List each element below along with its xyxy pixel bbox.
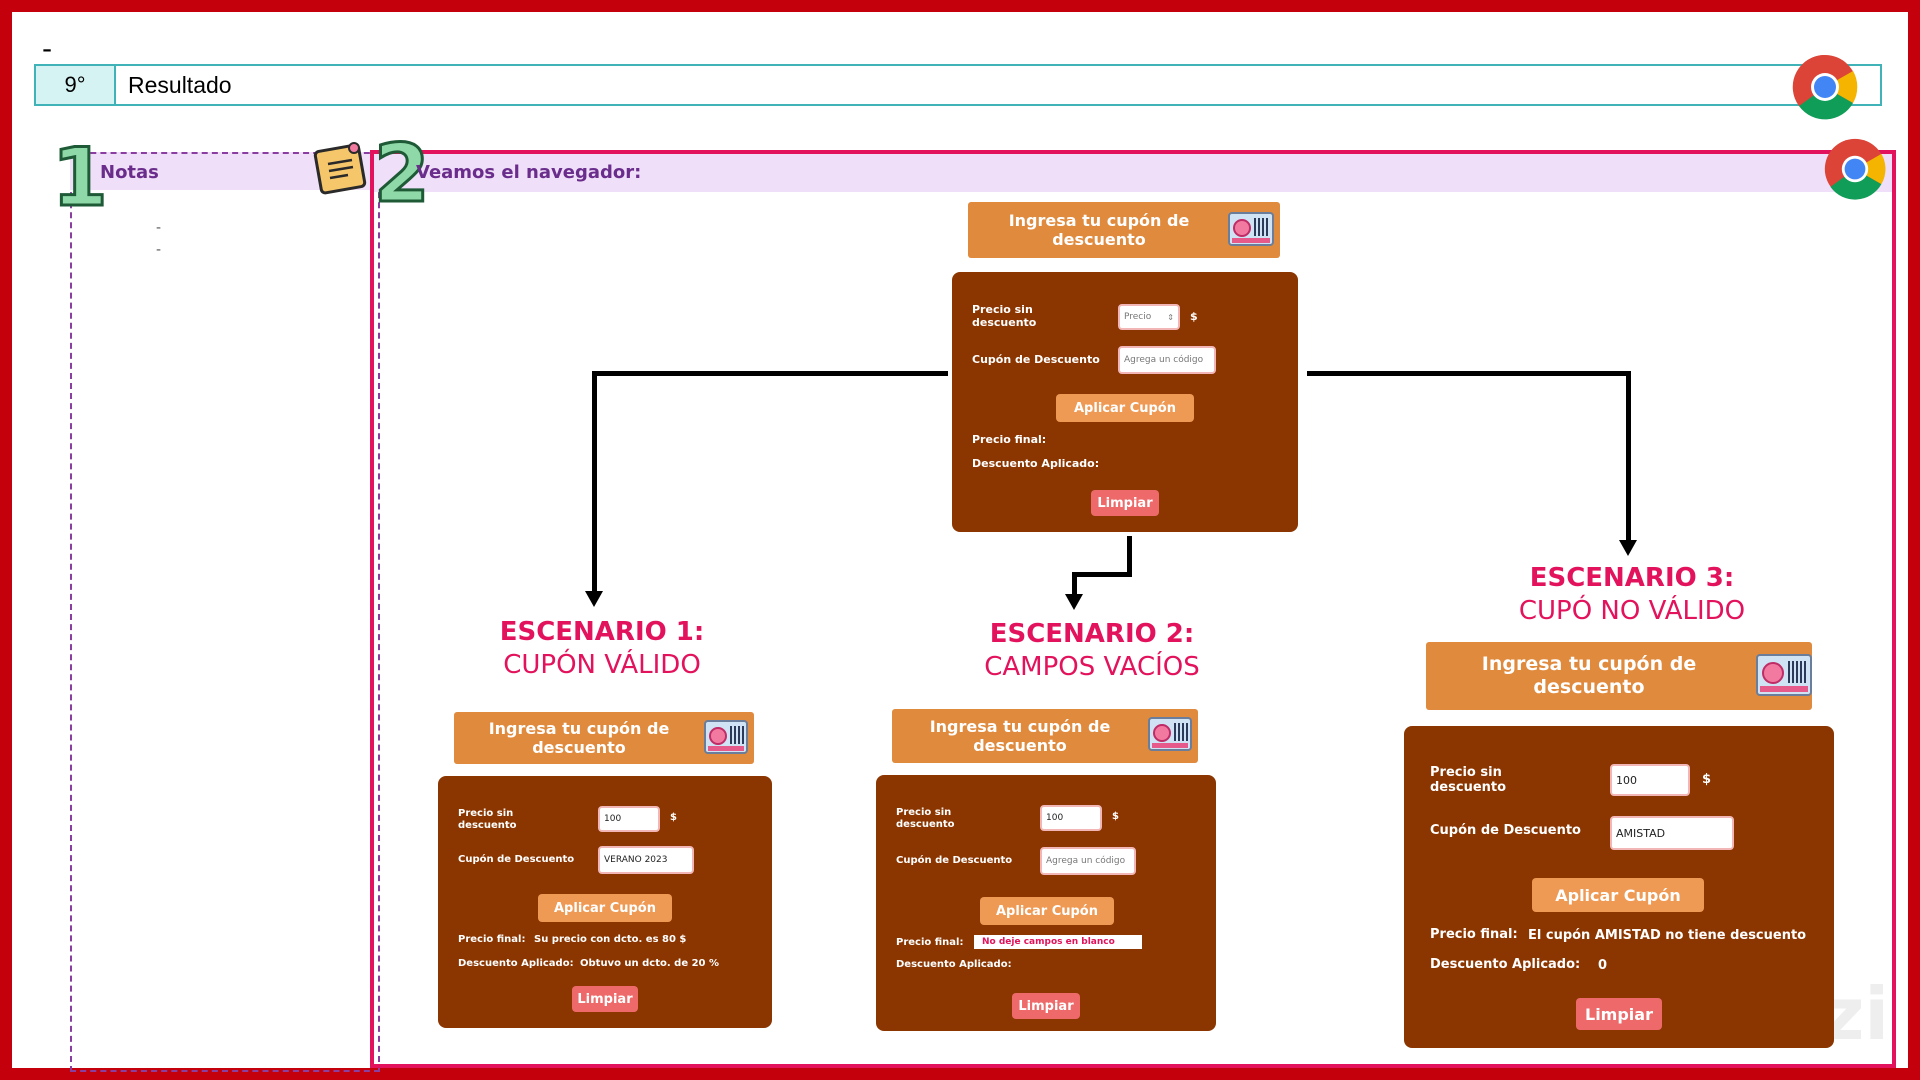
final-price-label: Precio final: (1430, 927, 1518, 942)
price-label: Precio sin descuento (896, 807, 955, 830)
arrow-to-scenario-2 (1065, 594, 1083, 610)
currency-label: $ (1190, 310, 1198, 323)
clear-button[interactable]: Limpiar (1012, 993, 1080, 1019)
price-label: Precio sin descuento (972, 303, 1037, 329)
price-label: Precio sin descuento (458, 808, 517, 831)
slide-number: 9° (36, 66, 116, 104)
app-form-scenario-2: Precio sin descuento 100 $ Cupón de Desc… (876, 775, 1216, 1031)
discount-applied-label: Descuento Aplicado: (972, 457, 1100, 470)
app-header-title: Ingresa tu cupón de descuento (929, 716, 1111, 755)
coupon-input[interactable]: Agrega un código (1118, 346, 1216, 374)
coupon-input[interactable]: AMISTAD (1610, 816, 1734, 850)
app-header-title: Ingresa tu cupón de descuento (488, 718, 670, 757)
scenario-1-title: ESCENARIO 1: CUPÓN VÁLIDO (452, 616, 752, 681)
slide-title: Resultado (128, 71, 232, 98)
browser-header (374, 154, 1892, 192)
slide: - 9° Resultado 1 Notas - - 2 Veamos el n… (12, 12, 1908, 1072)
connector-line-center-down2 (1072, 572, 1077, 596)
price-input[interactable]: Precio⇕ (1118, 304, 1180, 330)
final-price-value: El cupón AMISTAD no tiene descuento (1528, 928, 1807, 943)
app-header: Ingresa tu cupón de descuento (968, 202, 1280, 258)
scenario-3-title-b: CUPÓ NO VÁLIDO (1518, 595, 1746, 626)
clear-button[interactable]: Limpiar (572, 986, 638, 1012)
apply-coupon-button[interactable]: Aplicar Cupón (980, 897, 1114, 925)
app-header-title: Ingresa tu cupón de descuento (1008, 210, 1190, 249)
clear-button[interactable]: Limpiar (1576, 998, 1662, 1030)
chrome-icon (1824, 138, 1886, 200)
scenario-3-title: ESCENARIO 3: CUPÓ NO VÁLIDO (1442, 562, 1822, 627)
apply-coupon-button[interactable]: Aplicar Cupón (1056, 394, 1194, 422)
connector-line-left (592, 371, 948, 376)
coupon-label: Cupón de Descuento (896, 855, 1013, 866)
discount-applied-value: 0 (1598, 958, 1608, 973)
final-price-label: Precio final: (896, 937, 964, 948)
currency-label: $ (1112, 811, 1119, 822)
scenario-2-title: ESCENARIO 2: CAMPOS VACÍOS (942, 618, 1242, 683)
connector-line-left-down (592, 371, 597, 593)
coupon-icon (1228, 212, 1274, 246)
discount-applied-label: Descuento Aplicado: (1430, 957, 1581, 972)
coupon-label: Cupón de Descuento (458, 854, 575, 865)
scenario-2-title-a: ESCENARIO 2: (989, 619, 1195, 649)
notes-panel (70, 152, 380, 1072)
connector-line-center-down (1127, 536, 1132, 576)
final-price-label: Precio final: (972, 433, 1047, 446)
coupon-input[interactable]: Agrega un código (1040, 847, 1136, 875)
chrome-icon (1792, 54, 1858, 120)
price-input[interactable]: 100 (1040, 805, 1102, 831)
coupon-icon (1756, 654, 1812, 696)
app-form-scenario-1: Precio sin descuento 100 $ Cupón de Desc… (438, 776, 772, 1028)
clear-button[interactable]: Limpiar (1091, 490, 1159, 516)
coupon-label: Cupón de Descuento (1430, 823, 1581, 838)
slide-dash: - (42, 32, 53, 65)
discount-applied-value: Obtuvo un dcto. de 20 % (580, 958, 720, 969)
error-message: No deje campos en blanco (974, 935, 1142, 949)
step-number-2: 2 (373, 127, 432, 220)
coupon-icon (704, 720, 748, 754)
scenario-2-title-b: CAMPOS VACÍOS (984, 651, 1200, 682)
price-input[interactable]: 100 (1610, 764, 1690, 796)
notes-bullet: - (156, 220, 162, 236)
arrow-to-scenario-3 (1619, 540, 1637, 556)
app-header: Ingresa tu cupón de descuento (892, 709, 1198, 763)
scenario-1-title-a: ESCENARIO 1: (499, 617, 705, 647)
coupon-icon (1148, 717, 1192, 751)
connector-line-right-down (1626, 371, 1631, 541)
apply-coupon-button[interactable]: Aplicar Cupón (538, 894, 672, 922)
notes-title: Notas (100, 162, 159, 183)
browser-panel (370, 150, 1896, 1068)
browser-title: Veamos el navegador: (416, 162, 642, 183)
final-price-value: Su precio con dcto. es 80 $ (534, 934, 687, 945)
sticky-note-icon (313, 142, 367, 195)
final-price-label: Precio final: (458, 934, 526, 945)
scenario-3-title-a: ESCENARIO 3: (1529, 563, 1735, 593)
coupon-input[interactable]: VERANO 2023 (598, 846, 694, 874)
notes-bullet: - (156, 242, 162, 258)
arrow-to-scenario-1 (585, 591, 603, 607)
scenario-1-title-b: CUPÓN VÁLIDO (503, 649, 701, 680)
discount-applied-label: Descuento Aplicado: (896, 959, 1012, 970)
app-form-main: Precio sin descuento Precio⇕ $ Cupón de … (952, 272, 1298, 532)
price-label: Precio sin descuento (1430, 765, 1507, 795)
app-header-title: Ingresa tu cupón de descuento (1481, 653, 1697, 698)
currency-label: $ (670, 812, 677, 823)
step-number-1: 1 (51, 131, 110, 224)
price-input[interactable]: 100 (598, 806, 660, 832)
header-bar: 9° Resultado (34, 64, 1882, 106)
currency-label: $ (1702, 772, 1712, 787)
connector-line-center-left (1072, 572, 1132, 577)
coupon-label: Cupón de Descuento (972, 353, 1100, 366)
app-form-scenario-3: Precio sin descuento 100 $ Cupón de Desc… (1404, 726, 1834, 1048)
app-header: Ingresa tu cupón de descuento (1426, 642, 1812, 710)
discount-applied-label: Descuento Aplicado: (458, 958, 574, 969)
connector-line-right (1307, 371, 1631, 376)
apply-coupon-button[interactable]: Aplicar Cupón (1532, 878, 1704, 912)
